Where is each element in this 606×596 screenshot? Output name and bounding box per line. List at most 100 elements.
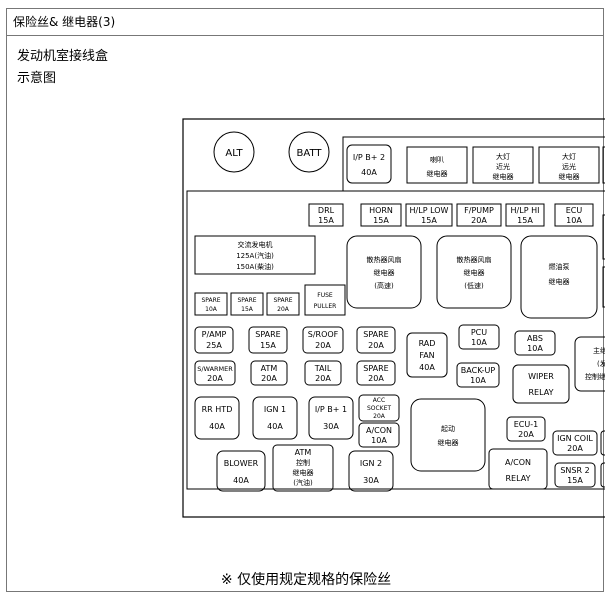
headlamp-high-relay [538, 146, 600, 184]
ecu-name: ECU [566, 206, 583, 215]
tail-fuse [304, 360, 342, 386]
pcu-name: PCU [471, 328, 487, 337]
ign-coil-name: IGN COIL [557, 434, 593, 443]
atm-fuse [250, 360, 288, 386]
snsr2-fuse [554, 462, 596, 488]
atm-rating: 20A [261, 374, 277, 383]
spare-15a-b-name: SPARE [255, 330, 280, 339]
ign2-fuse [348, 450, 394, 492]
headlamp-low-l1: 大灯 [496, 152, 510, 161]
spare-15a-name: SPARE [237, 297, 256, 304]
alternator-l3: 150A(柴油) [236, 262, 274, 271]
headlamp-high-l3: 继电器 [559, 172, 580, 181]
alternator-fuse [194, 235, 316, 275]
blower-name: BLOWER [224, 459, 259, 468]
headlamp-low-l3: 继电器 [493, 172, 514, 181]
swarmer-rating: 20A [207, 374, 223, 383]
relay-tab [342, 136, 605, 192]
section-heading: 发动机室接线盒 [17, 49, 109, 64]
ign1-rating: 40A [267, 422, 283, 431]
ip-b2-name: I/P B+ 2 [353, 153, 385, 162]
rad-fan-l1: RAD [419, 339, 436, 348]
headlamp-low-relay [472, 146, 534, 184]
spare-15a-b-rating: 15A [260, 341, 276, 350]
spare-20a-name: SPARE [273, 297, 292, 304]
swarmer-fuse [194, 360, 236, 386]
fan-low-l3: (低速) [464, 281, 484, 290]
drl-rating: 15A [318, 216, 334, 225]
ecu1-name: ECU-1 [514, 420, 538, 429]
spare-15a-fuse [230, 292, 264, 316]
spare-20a-rating: 20A [277, 306, 290, 313]
fan-high-l1: 散热器风扇 [367, 255, 402, 264]
starter-relay-l2: 继电器 [438, 438, 459, 447]
hlp-low-fuse [405, 203, 453, 227]
ecu1-fuse [506, 416, 546, 442]
title-bar: 保险丝& 继电器(3) [7, 9, 603, 36]
atm-relay-l3: 继电器 [293, 468, 314, 477]
pamp-name: P/AMP [202, 330, 227, 339]
swarmer-name: S/WARMER [197, 365, 233, 373]
sroof-name: S/ROOF [308, 330, 339, 339]
horn-rating: 15A [373, 216, 389, 225]
fuse-puller [304, 284, 346, 316]
fuel-pump-relay [520, 235, 598, 319]
rr-htd-name: RR HTD [202, 405, 233, 414]
rad-fan-l2: FAN [419, 351, 434, 360]
fan-low-l1: 散热器风扇 [457, 255, 492, 264]
acc-socket-l3: 20A [373, 413, 386, 420]
backup-rating: 10A [470, 376, 486, 385]
atm-relay [272, 444, 334, 492]
acc-socket-l2: SOCKET [367, 405, 391, 412]
fan-high-relay [346, 235, 422, 309]
fuse-box-outline [182, 118, 605, 518]
ign-coil-fuse [552, 430, 598, 456]
main-relay-l2: (发动 [597, 359, 605, 368]
batt-terminal [288, 131, 330, 173]
ip-b1-rating: 30A [323, 422, 339, 431]
hlp-hi-name: H/LP HI [511, 206, 540, 215]
headlamp-high-l1: 大灯 [562, 152, 576, 161]
drl-name: DRL [318, 206, 335, 215]
pcu-fuse [458, 324, 500, 350]
acon-relay-l1: A/CON [505, 458, 531, 467]
cut-fuse-s1 [600, 430, 605, 456]
snsr2-name: SNSR 2 [560, 466, 589, 475]
ign-coil-rating: 20A [567, 444, 583, 453]
spare-15a-rating: 15A [241, 306, 254, 313]
rad-fan-l3: 40A [419, 363, 435, 372]
horn-name: HORN [369, 206, 393, 215]
hlp-low-name: H/LP LOW [410, 206, 449, 215]
alt-label: ALT [225, 148, 243, 159]
fuse-puller-l2: PULLER [314, 303, 337, 310]
fuse-box-diagram: ALT BATT I/P B+ 2 40A 喇叭 继电器 大灯 近光 继电器 大… [182, 118, 605, 518]
ecu-rating: 10A [566, 216, 582, 225]
spare-20a-c-rating: 20A [368, 374, 384, 383]
acon-relay-l2: RELAY [506, 474, 531, 483]
spare-20a-b-fuse [356, 326, 396, 354]
abs-rating: 10A [527, 344, 543, 353]
fpump-fuse [456, 203, 502, 227]
hlp-low-rating: 15A [421, 216, 437, 225]
atm-relay-l2: 控制 [296, 458, 310, 467]
pamp-rating: 25A [206, 341, 222, 350]
spare-10a-name: SPARE [201, 297, 220, 304]
fan-high-l3: (高速) [374, 281, 394, 290]
ign2-rating: 30A [363, 476, 379, 485]
acon-fuse [358, 422, 400, 448]
cut-relay-top [602, 146, 605, 184]
headlamp-low-l2: 近光 [496, 162, 510, 171]
starter-relay-l1: 起动 [441, 424, 455, 433]
spare-10a-fuse [194, 292, 228, 316]
rr-htd-rating: 40A [209, 422, 225, 431]
rad-fan-fuse [406, 332, 448, 378]
backup-fuse [456, 362, 500, 388]
snsr2-rating: 15A [567, 476, 583, 485]
ign1-fuse [252, 396, 298, 440]
horn-relay-l2: 继电器 [427, 169, 448, 178]
ign2-name: IGN 2 [360, 459, 382, 468]
fpump-name: F/PUMP [464, 206, 494, 215]
horn-fuse [360, 203, 402, 227]
batt-label: BATT [297, 148, 323, 159]
